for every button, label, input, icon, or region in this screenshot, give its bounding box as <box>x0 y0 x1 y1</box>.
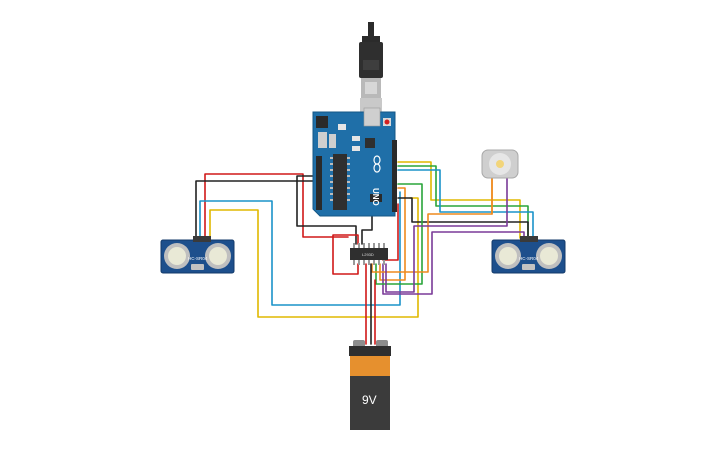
sensor-right-label: HC-SR04 <box>519 256 539 261</box>
wire-gnd-rail[interactable] <box>296 175 357 245</box>
ultrasonic-sensor-right[interactable] <box>491 236 566 274</box>
wire-right-black[interactable] <box>397 197 529 239</box>
wire-chip-gnd[interactable] <box>361 215 373 245</box>
wire-right-green[interactable] <box>397 165 529 239</box>
usb-plug-icon[interactable] <box>359 22 383 112</box>
driver-chip-label: L293D <box>362 252 374 257</box>
wire-left-echo[interactable] <box>209 197 419 318</box>
arduino-infinity-icon <box>373 155 381 173</box>
ultrasonic-sensor-left[interactable] <box>160 236 235 274</box>
motor-driver-chip[interactable] <box>350 243 388 265</box>
wire-left-gnd[interactable] <box>195 180 317 241</box>
wire-left-vcc[interactable] <box>204 173 349 241</box>
battery-label: 9V <box>362 393 377 407</box>
wire-right-green2[interactable] <box>375 183 423 285</box>
sensor-left-label: HC-SR04 <box>188 256 208 261</box>
wire-5v-rail[interactable] <box>332 234 359 275</box>
dc-motor-icon[interactable] <box>481 149 519 179</box>
wires <box>195 161 534 345</box>
wire-motor-purple[interactable] <box>385 175 508 293</box>
wire-right-blue[interactable] <box>397 169 534 239</box>
arduino-logo-text: UNO <box>371 188 380 206</box>
wire-right-purple1[interactable] <box>382 231 525 295</box>
wire-right-orange[interactable] <box>379 187 406 281</box>
arduino-uno-board[interactable] <box>312 107 397 217</box>
wire-left-trig[interactable] <box>199 191 401 306</box>
battery-9v[interactable] <box>349 340 391 430</box>
